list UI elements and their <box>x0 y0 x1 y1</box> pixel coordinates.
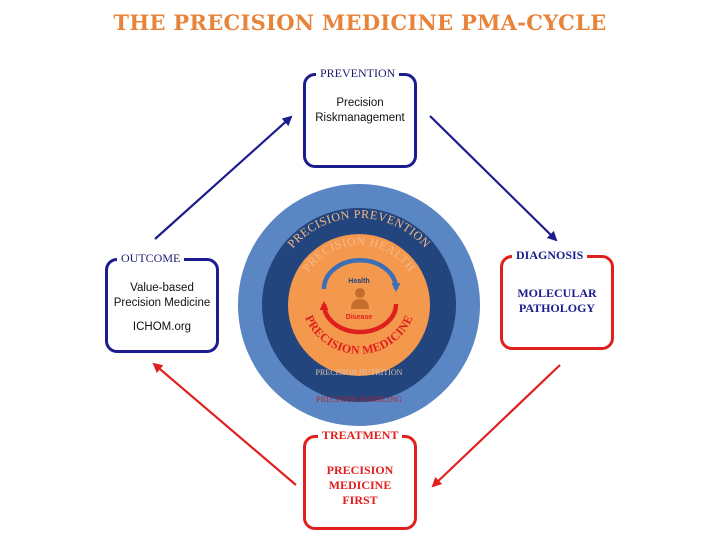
treatment-line-2: MEDICINE <box>328 478 392 492</box>
treatment-label: TREATMENT <box>318 428 403 443</box>
outcome-line-1: Value-based <box>130 282 194 294</box>
treatment-line-1: PRECISION <box>326 463 394 477</box>
treatment-line-3: FIRST <box>342 493 378 507</box>
treatment-box: PRECISION MEDICINE FIRST <box>303 435 417 530</box>
outcome-line-3: ICHOM.org <box>132 321 192 333</box>
health-label: Health <box>348 278 369 285</box>
disease-cycle-arrow <box>319 301 399 335</box>
prevention-box: Precision Riskmanagement <box>303 73 417 168</box>
ring-label-precision-handling: PRECISION HANDLING <box>316 395 402 404</box>
outcome-label: OUTCOME <box>117 251 185 266</box>
diagnosis-line-2: PATHOLOGY <box>518 301 596 315</box>
diagnosis-line-1: MOLECULAR <box>517 286 597 300</box>
prevention-label: PREVENTION <box>316 66 400 81</box>
person-icon <box>351 288 369 309</box>
arrow-outcome-to-prevention <box>154 115 293 240</box>
prevention-line-1: Precision <box>336 97 384 109</box>
arrow-treatment-to-outcome <box>152 362 297 486</box>
outcome-line-2: Precision Medicine <box>113 297 211 309</box>
diagnosis-box: MOLECULAR PATHOLOGY <box>500 255 614 350</box>
arrow-prevention-to-diagnosis <box>429 115 558 242</box>
prevention-line-2: Riskmanagement <box>315 112 405 124</box>
page-title: THE PRECISION MEDICINE PMA-CYCLE <box>113 10 607 35</box>
ring-label-precision-nutrition: PRECISION NUTRITION <box>316 368 403 377</box>
arrow-diagnosis-to-treatment <box>431 364 561 488</box>
outcome-box: Value-based Precision Medicine ICHOM.org <box>105 258 219 353</box>
diagnosis-label: DIAGNOSIS <box>512 248 588 263</box>
disease-label: Disease <box>346 314 373 321</box>
health-cycle-arrow <box>321 258 401 292</box>
